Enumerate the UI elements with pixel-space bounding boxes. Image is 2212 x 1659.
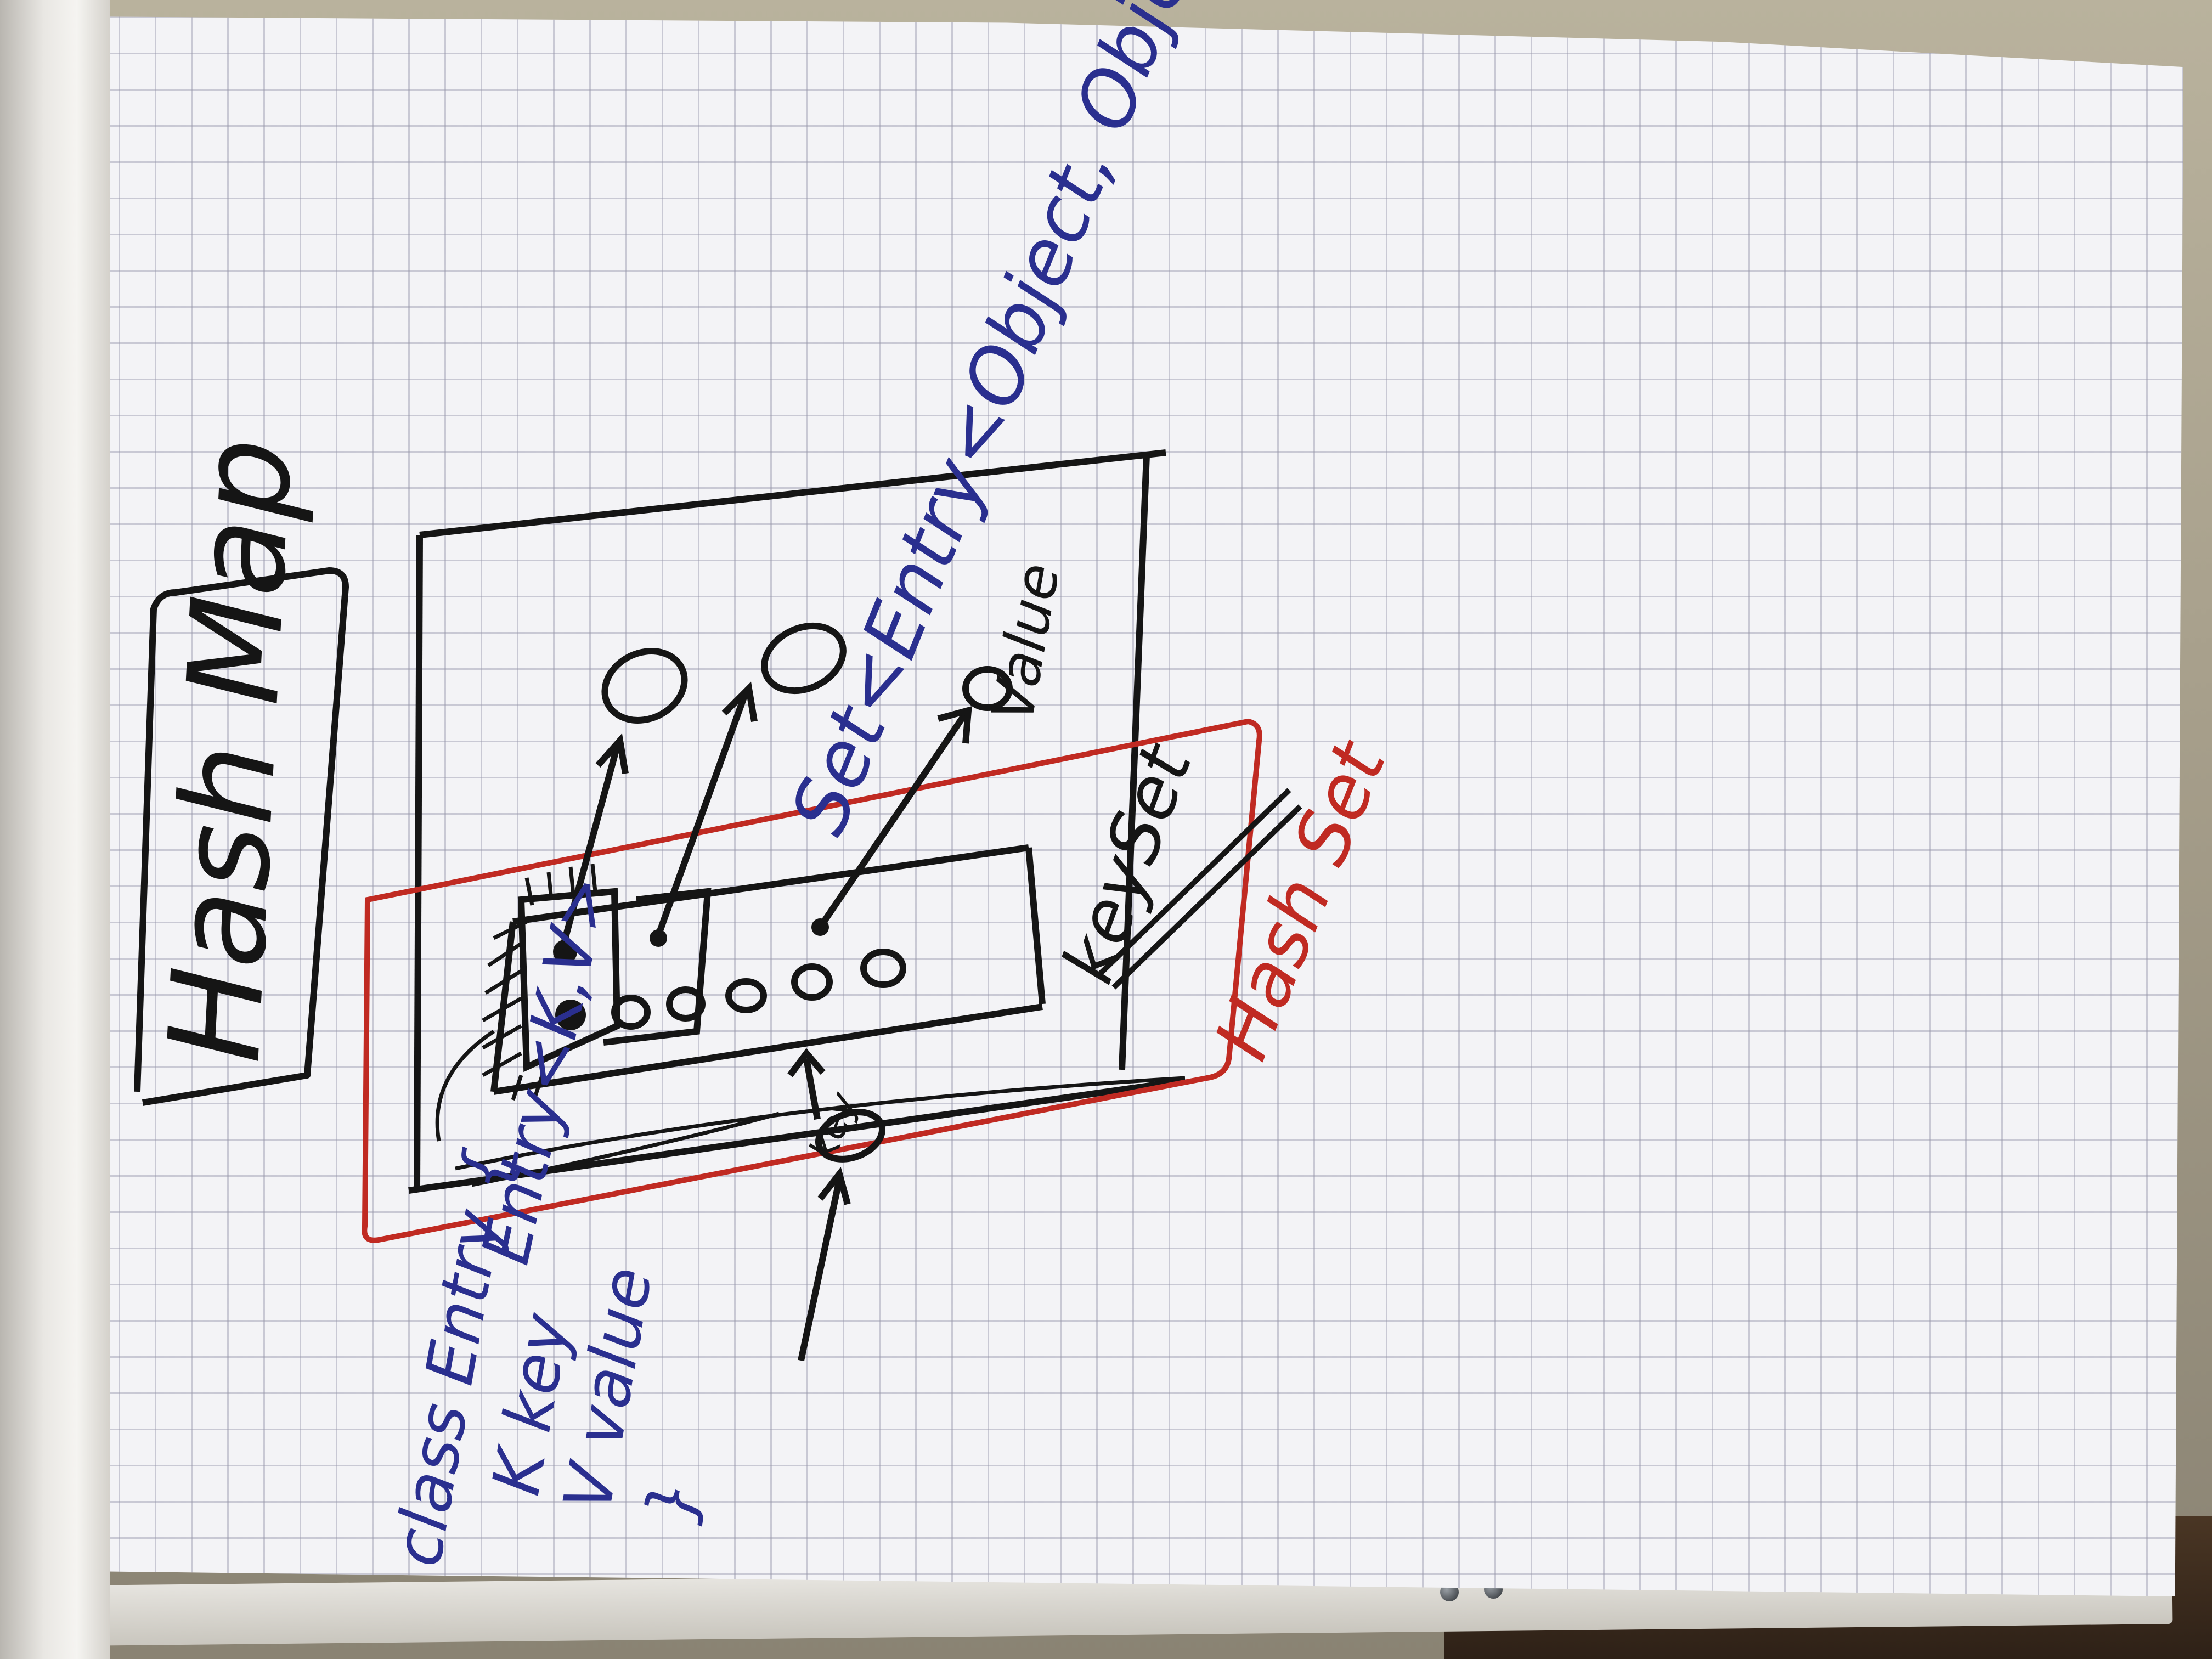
key-lookup (787, 1048, 886, 1362)
value-label: Value (979, 558, 1072, 727)
hash-set-boundary (362, 718, 1262, 1243)
keyset-label: keySet (1046, 733, 1209, 994)
value-nodes (559, 622, 1013, 950)
title-box: Hash Map (134, 435, 349, 1106)
hash-set-label: Hash Set (1198, 729, 1403, 1071)
keyset-underline (1095, 788, 1302, 990)
paper-roll (0, 0, 110, 1659)
bucket-hatching (482, 864, 597, 1101)
class-entry-line-4: } (632, 1474, 714, 1528)
title-text: Hash Map (142, 435, 320, 1065)
swoosh-lines (435, 1030, 1186, 1187)
